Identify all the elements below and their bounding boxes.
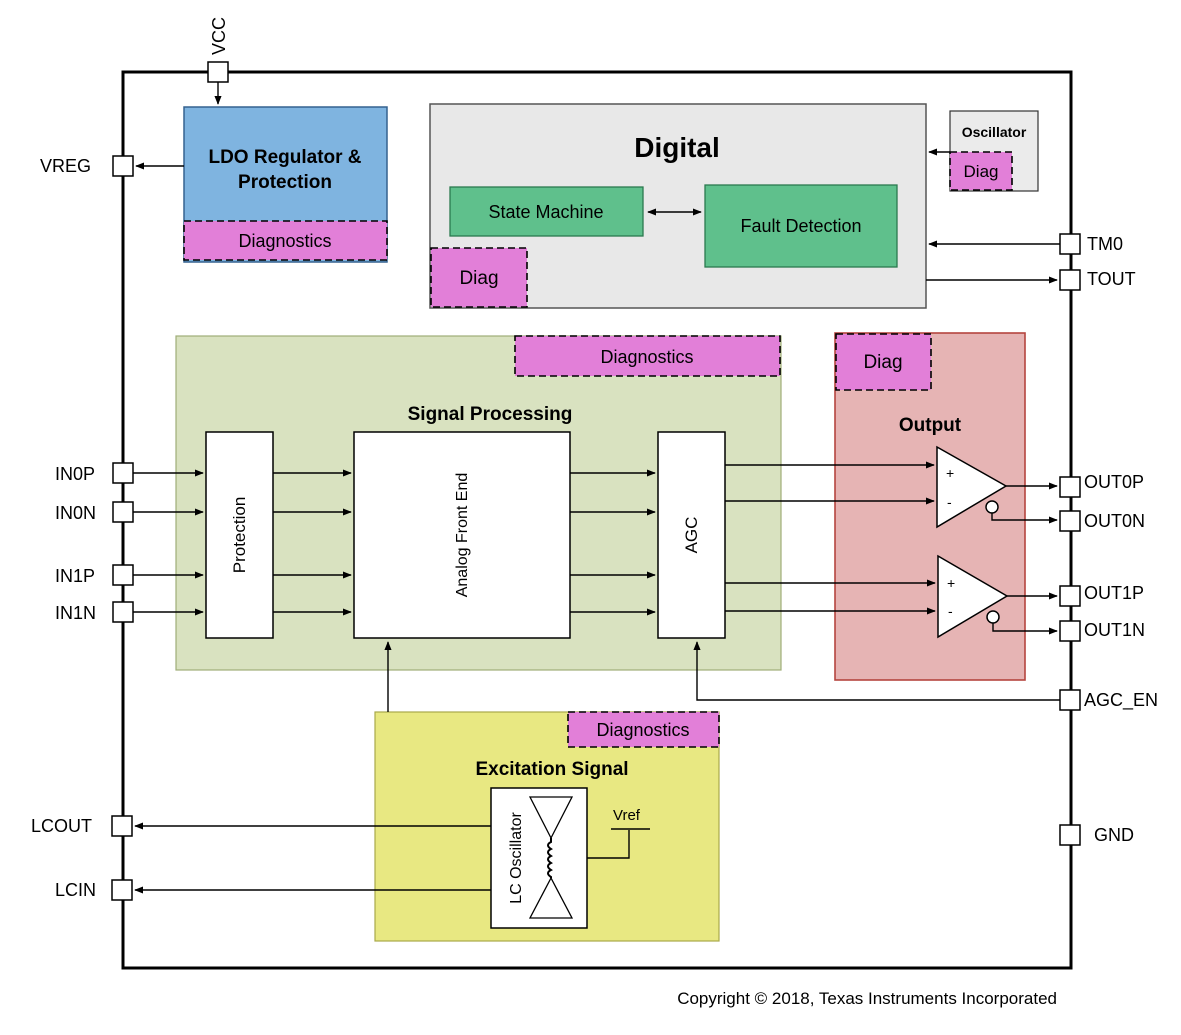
pin-agc-en: AGC_EN <box>693 641 1158 711</box>
pin-in0n-label: IN0N <box>55 503 96 523</box>
pin-in0n: IN0N <box>55 501 204 523</box>
pin-in1p-label: IN1P <box>55 566 95 586</box>
digital-block: Digital State Machine Fault Detection Di… <box>429 103 927 309</box>
signal-processing-block: Diagnostics Signal Processing Protection… <box>175 335 782 671</box>
digital-title: Digital <box>634 132 720 163</box>
pin-in1n-label: IN1N <box>55 603 96 623</box>
pin-out1n-label: OUT1N <box>1084 620 1145 640</box>
afe-label: Analog Front End <box>454 473 471 598</box>
pin-lcout: LCOUT <box>31 815 491 837</box>
output-diag-label: Diag <box>863 352 902 373</box>
pin-out0p: OUT0P <box>1006 472 1144 498</box>
pin-gnd: GND <box>1059 824 1134 846</box>
signal-diagnostics-label: Diagnostics <box>600 347 693 367</box>
lc-oscillator: LC Oscillator Vref <box>490 787 650 929</box>
pin-out0p-label: OUT0P <box>1084 472 1144 492</box>
excitation-diagnostics-label: Diagnostics <box>596 720 689 740</box>
pin-out1p: OUT1P <box>1007 583 1144 607</box>
pin-lcout-label: LCOUT <box>31 816 92 836</box>
pin-out0n-label: OUT0N <box>1084 511 1145 531</box>
copyright-text: Copyright © 2018, Texas Instruments Inco… <box>677 989 1057 1008</box>
pin-tout: TOUT <box>926 269 1136 291</box>
pin-out0n: OUT0N <box>991 510 1145 532</box>
signal-processing-title: Signal Processing <box>408 404 573 425</box>
excitation-block: Diagnostics Excitation Signal LC Oscilla… <box>374 711 720 942</box>
excitation-title: Excitation Signal <box>475 759 628 780</box>
pin-vcc-label: VCC <box>209 17 229 55</box>
output-block: Diag Output + - + - <box>834 332 1026 681</box>
agc-label: AGC <box>682 517 701 554</box>
pin-in0p: IN0P <box>55 462 204 484</box>
oscillator-title: Oscillator <box>962 124 1027 140</box>
pin-in1p: IN1P <box>55 564 204 586</box>
pin-vcc: VCC <box>207 17 229 105</box>
oscillator-block: Oscillator Diag <box>928 110 1039 192</box>
pin-tm0: TM0 <box>928 233 1123 255</box>
oscillator-diag-label: Diag <box>964 162 999 181</box>
ldo-block: LDO Regulator & Protection Diagnostics <box>183 106 388 263</box>
fault-detection-label: Fault Detection <box>740 216 861 236</box>
pin-lcin: LCIN <box>55 879 491 901</box>
pin-vreg-label: VREG <box>40 156 91 176</box>
ldo-title-line1: LDO Regulator & <box>208 147 361 168</box>
ldo-diagnostics-label: Diagnostics <box>238 231 331 251</box>
pin-out1n: OUT1N <box>992 620 1145 642</box>
pin-out1p-label: OUT1P <box>1084 583 1144 603</box>
pin-tout-label: TOUT <box>1087 269 1136 289</box>
ldo-title-line2: Protection <box>238 172 332 193</box>
pin-in0p-label: IN0P <box>55 464 95 484</box>
pin-lcin-label: LCIN <box>55 880 96 900</box>
amp1-plus: + <box>947 575 955 591</box>
amp1-minus: - <box>948 603 953 619</box>
pin-agc-en-label: AGC_EN <box>1084 690 1158 711</box>
pin-vreg: VREG <box>40 155 184 177</box>
output-title: Output <box>899 415 962 436</box>
pin-gnd-label: GND <box>1094 825 1134 845</box>
lc-oscillator-label: LC Oscillator <box>508 812 525 904</box>
pin-in1n: IN1N <box>55 601 204 623</box>
amplifier-0: + - <box>936 445 1008 529</box>
amplifier-1: + - <box>937 554 1009 639</box>
amp0-minus: - <box>947 494 952 510</box>
vref-label: Vref <box>613 807 641 824</box>
pin-tm0-label: TM0 <box>1087 234 1123 254</box>
amp0-plus: + <box>946 465 954 481</box>
state-machine-label: State Machine <box>488 202 603 222</box>
protection-label: Protection <box>230 497 249 574</box>
digital-diag-label: Diag <box>459 268 498 289</box>
